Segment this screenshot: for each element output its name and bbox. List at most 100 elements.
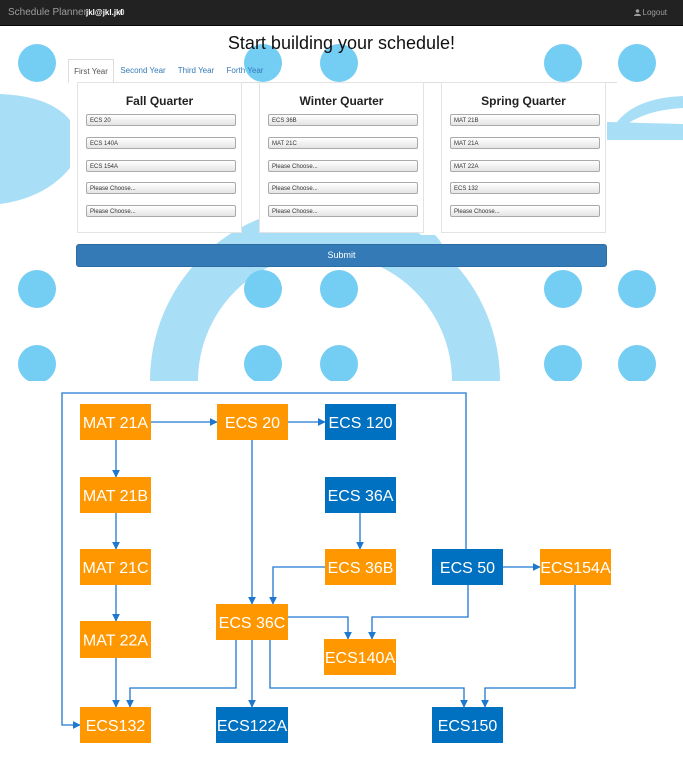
bg-dot: [618, 44, 656, 82]
node-label: ECS 120: [328, 415, 392, 432]
fall-quarter-panel: Fall Quarter ECS 20 ECS 140A ECS 154A Pl…: [77, 82, 242, 233]
bg-left-shape: [0, 94, 70, 204]
course-select[interactable]: Please Choose...: [86, 205, 236, 217]
course-select[interactable]: ECS 140A: [86, 137, 236, 149]
edge: [269, 566, 325, 605]
node-label: ECS 20: [225, 415, 280, 432]
node-label: ECS150: [438, 718, 498, 735]
node-box: [80, 477, 151, 513]
node-box: [325, 404, 396, 440]
course-node-ecs154a: ECS154A: [540, 549, 611, 585]
course-node-ecs132: ECS132: [80, 707, 151, 743]
node-box: [80, 549, 151, 585]
node-label: ECS 36C: [219, 615, 286, 632]
bg-dot: [544, 44, 582, 82]
course-select[interactable]: ECS 154A: [86, 160, 236, 172]
edge: [288, 616, 352, 640]
bg-dot: [244, 345, 282, 381]
course-select[interactable]: MAT 21B: [450, 114, 600, 126]
bg-dot: [320, 270, 358, 308]
course-select[interactable]: Please Choose...: [268, 160, 418, 172]
node-label: ECS154A: [540, 560, 611, 577]
brand-link[interactable]: Schedule Planner: [8, 7, 87, 18]
node-box: [324, 639, 396, 675]
node-box: [432, 707, 503, 743]
course-select[interactable]: ECS 132: [450, 182, 600, 194]
course-node-ecs120: ECS 120: [325, 404, 396, 440]
bg-right-band: [607, 122, 683, 140]
node-label: ECS140A: [325, 650, 396, 667]
bg-dot: [320, 345, 358, 381]
quarter-title: Fall Quarter: [125, 94, 194, 108]
node-label: MAT 21A: [83, 415, 149, 432]
bg-dot: [18, 270, 56, 308]
node-box: [80, 707, 151, 743]
node-label: ECS122A: [217, 718, 288, 735]
course-node-ecs20: ECS 20: [217, 404, 288, 440]
node-box: [80, 621, 151, 658]
navbar: Schedule Planner jkl@jkl.jkl 0 Logout: [0, 0, 683, 26]
year-tabs: First Year Second Year Third Year Forth …: [68, 59, 617, 83]
course-select[interactable]: Please Choose...: [268, 182, 418, 194]
node-box: [432, 549, 503, 585]
node-label: ECS 36A: [328, 488, 394, 505]
course-select[interactable]: Please Choose...: [86, 182, 236, 194]
course-select[interactable]: ECS 20: [86, 114, 236, 126]
node-label: MAT 22A: [83, 633, 149, 650]
course-node-ecs36a: ECS 36A: [325, 477, 396, 513]
course-select[interactable]: Please Choose...: [450, 205, 600, 217]
course-node-mat21c: MAT 21C: [80, 549, 151, 585]
tab-third-year[interactable]: Third Year: [177, 66, 215, 75]
bg-dot: [18, 44, 56, 82]
edge: [269, 640, 468, 708]
node-label: ECS132: [86, 718, 146, 735]
edges: [61, 392, 576, 729]
bg-dot: [244, 44, 282, 82]
bg-dot: [544, 345, 582, 381]
bg-dot: [320, 44, 358, 82]
node-box: [216, 707, 288, 743]
node-box: [217, 404, 288, 440]
logout-link[interactable]: Logout: [633, 8, 667, 17]
node-box: [540, 549, 611, 585]
submit-button[interactable]: Submit: [76, 244, 607, 267]
spring-quarter-panel: Spring Quarter MAT 21B MAT 21A MAT 22A E…: [441, 82, 606, 233]
edge: [61, 392, 467, 729]
edge: [126, 640, 237, 708]
bg-dot: [244, 270, 282, 308]
bg-dot: [618, 345, 656, 381]
course-node-ecs36b: ECS 36B: [325, 549, 396, 585]
course-select[interactable]: MAT 21A: [450, 137, 600, 149]
notification-count[interactable]: 0: [120, 8, 125, 17]
page-title: Start building your schedule!: [227, 33, 456, 53]
bg-dot: [544, 270, 582, 308]
tab-first-year[interactable]: First Year: [68, 59, 114, 83]
node-label: MAT 21B: [83, 488, 148, 505]
course-node-mat22a: MAT 22A: [80, 621, 151, 658]
logout-label: Logout: [642, 8, 667, 17]
quarter-title: Spring Quarter: [481, 94, 566, 108]
course-select[interactable]: ECS 36B: [268, 114, 418, 126]
bg-dot: [618, 270, 656, 308]
course-select[interactable]: MAT 21C: [268, 137, 418, 149]
course-select[interactable]: Please Choose...: [268, 205, 418, 217]
user-icon: [633, 9, 641, 16]
course-node-ecs50: ECS 50: [432, 549, 503, 585]
node-box: [325, 549, 396, 585]
quarter-title: Winter Quarter: [299, 94, 384, 108]
node-label: MAT 21C: [82, 560, 148, 577]
course-select[interactable]: MAT 22A: [450, 160, 600, 172]
user-email[interactable]: jkl@jkl.jkl: [86, 8, 123, 17]
node-box: [80, 404, 151, 440]
course-node-ecs36c: ECS 36C: [216, 604, 288, 640]
edge: [368, 585, 469, 640]
node-box: [216, 604, 288, 640]
course-node-ecs122a: ECS122A: [216, 707, 288, 743]
tab-second-year[interactable]: Second Year: [120, 66, 166, 75]
node-label: ECS 36B: [328, 560, 394, 577]
course-node-ecs150: ECS150: [432, 707, 503, 743]
tab-forth-year[interactable]: Forth Year: [226, 66, 264, 75]
course-node-ecs140a: ECS140A: [324, 639, 396, 675]
